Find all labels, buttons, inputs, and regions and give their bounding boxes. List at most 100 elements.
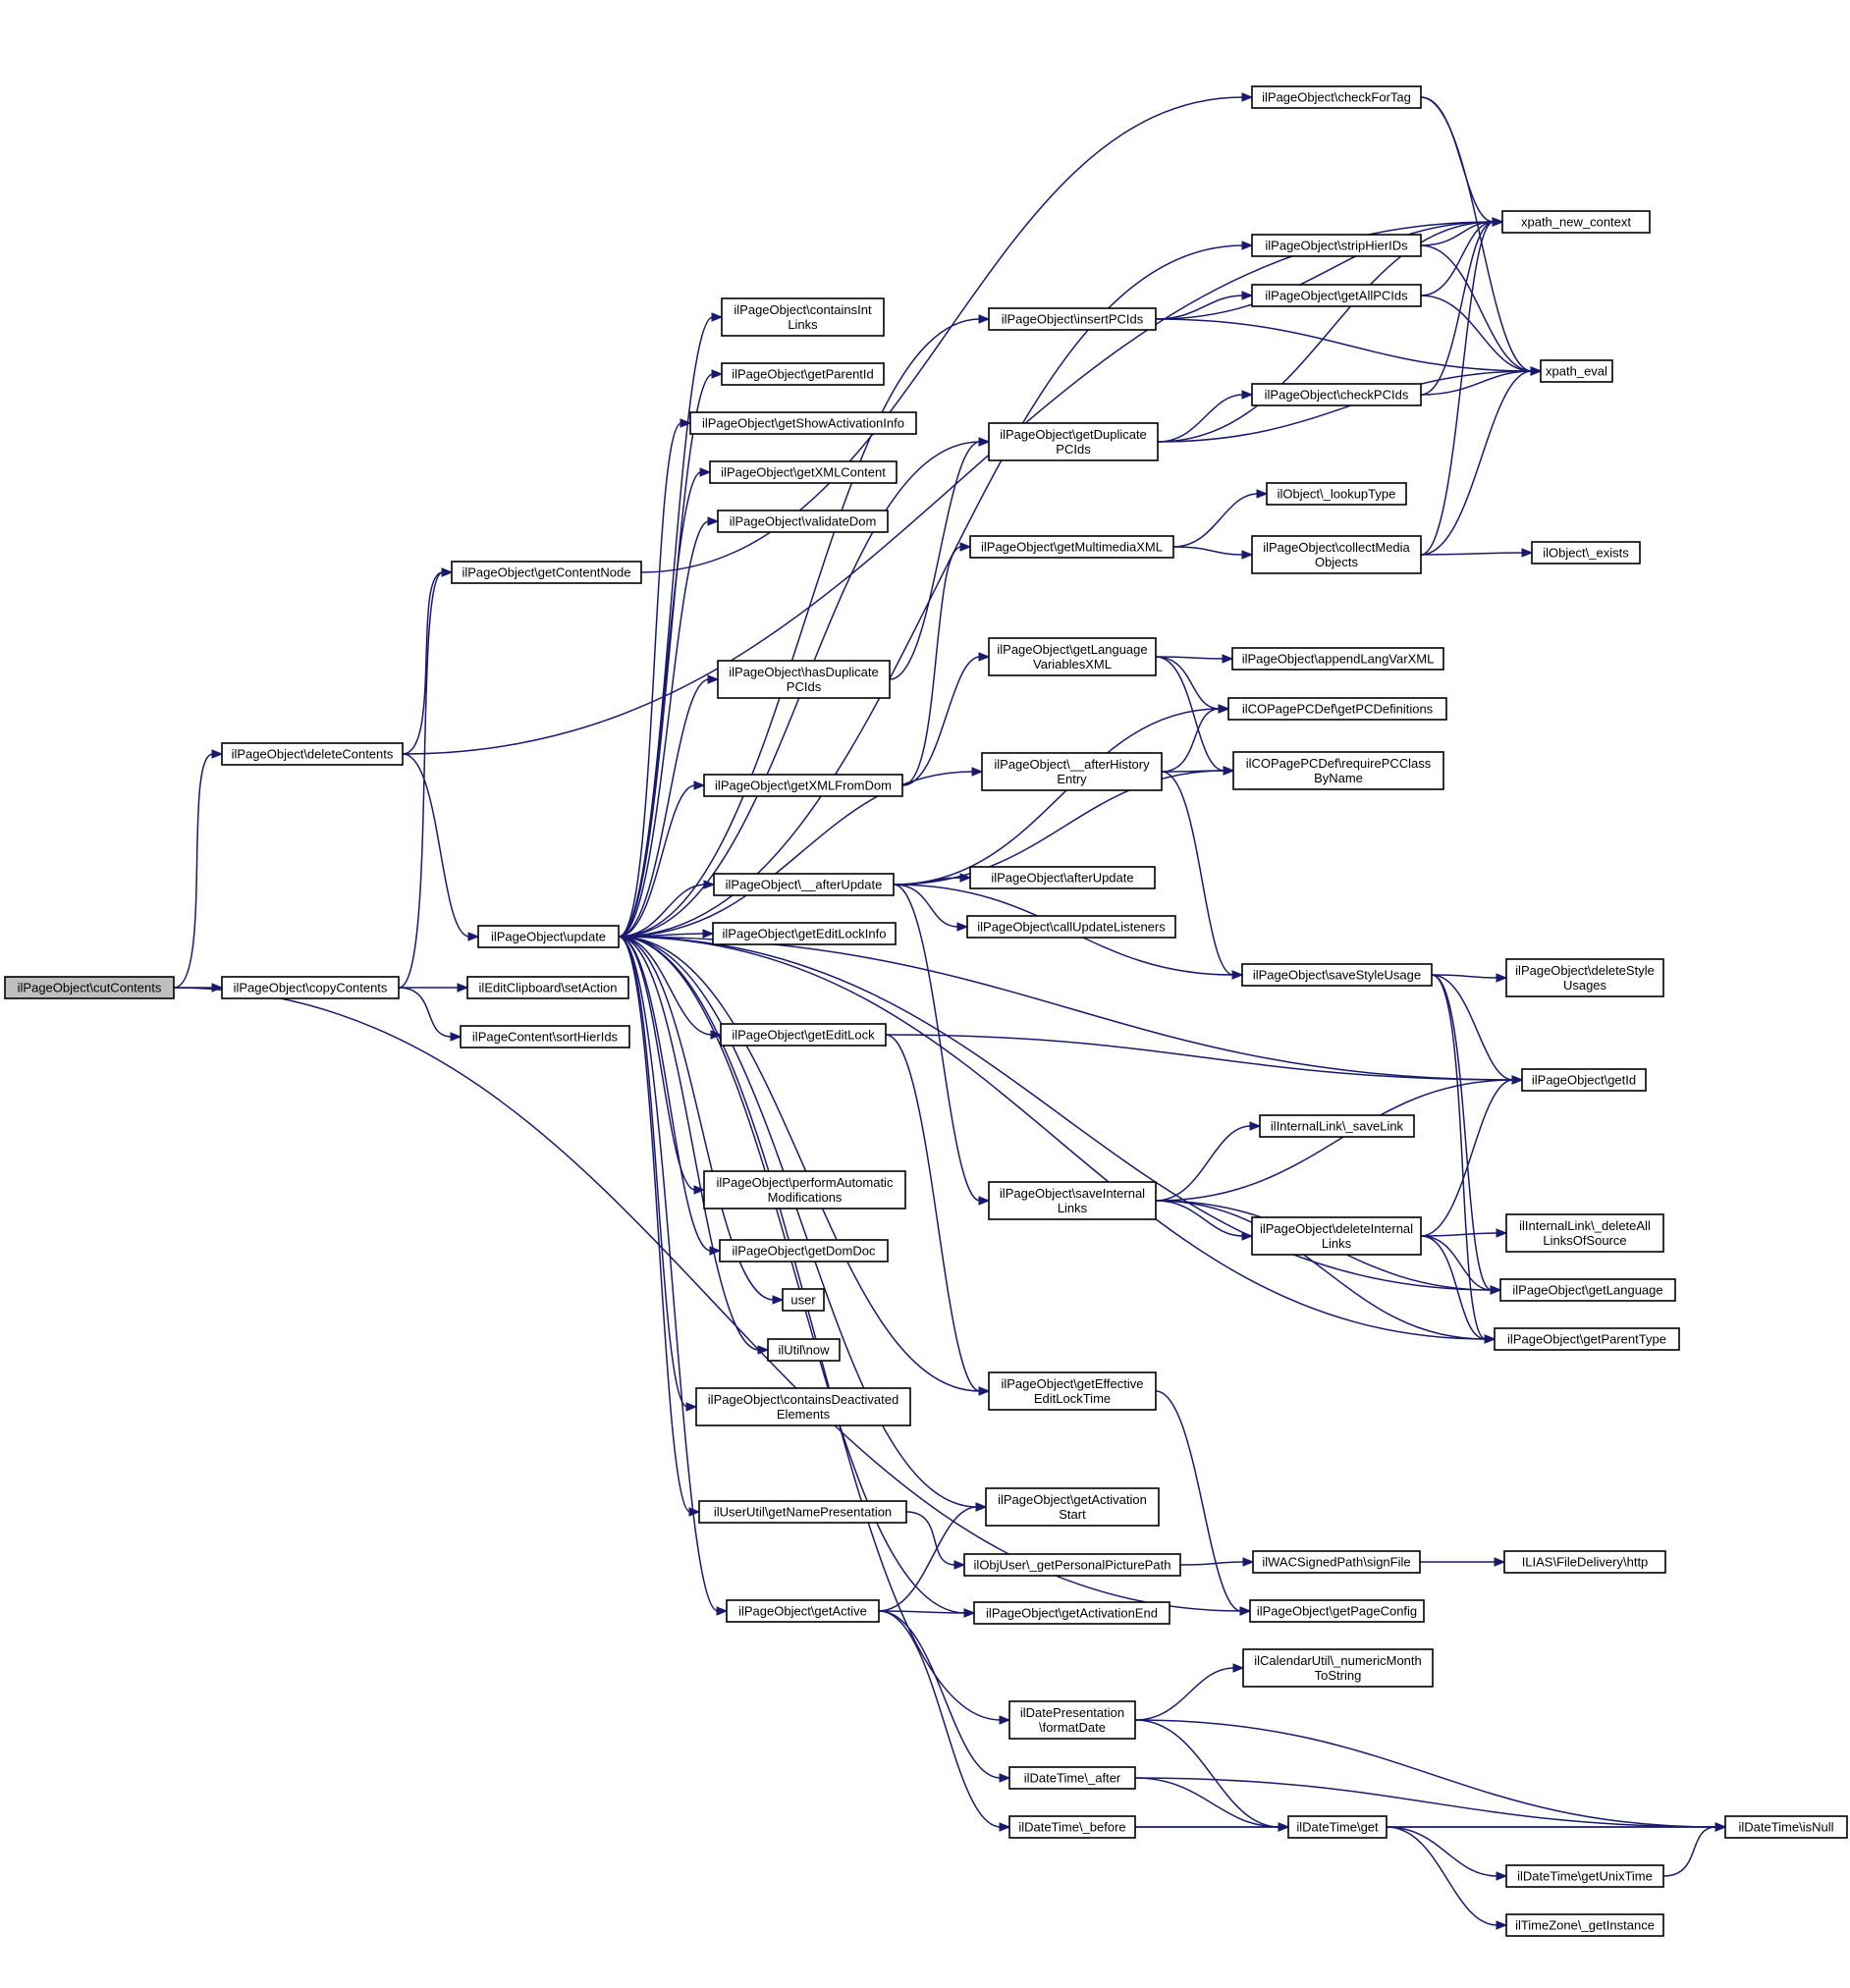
arrowhead-update-to-insertPCIds [978, 314, 991, 324]
node-getDomDoc[interactable]: ilPageObject\getDomDoc [719, 1239, 889, 1263]
node-getInstance[interactable]: ilTimeZone\_getInstance [1505, 1913, 1664, 1937]
node-label-deleteInternalLinks-0: ilPageObject\deleteInternal [1260, 1221, 1413, 1236]
node-label-afterHistoryEntry-0: ilPageObject\__afterHistory [994, 757, 1150, 772]
node-box-getInstance [1505, 1913, 1664, 1937]
node-validateDom[interactable]: ilPageObject\validateDom [717, 510, 889, 533]
node-formatDate[interactable]: ilDatePresentation\formatDate [1008, 1700, 1136, 1740]
edge-update-to-getEffectiveEditLockTime [618, 936, 981, 1392]
node-getXMLContent[interactable]: ilPageObject\getXMLContent [709, 460, 898, 484]
node-cutContents[interactable]: ilPageObject\cutContents [4, 976, 175, 999]
node-copyContents[interactable]: ilPageObject\copyContents [221, 976, 400, 999]
node-label-deleteAllLinksOfSource-0: ilInternalLink\_deleteAll [1519, 1218, 1651, 1233]
node-objExists[interactable]: ilObject\_exists [1531, 541, 1641, 564]
node-http[interactable]: ILIAS\FileDelivery\http [1503, 1550, 1666, 1574]
node-getActivationEnd[interactable]: ilPageObject\getActivationEnd [973, 1601, 1170, 1625]
node-signFile[interactable]: ilWACSignedPath\signFile [1252, 1550, 1421, 1574]
edge-checkPCIds-to-xpathEval [1420, 370, 1533, 396]
node-getShowActivationInfo[interactable]: ilPageObject\getShowActivationInfo [689, 411, 917, 435]
arrowhead-update-to-containsDeactivatedElements [685, 1402, 698, 1412]
arrowhead-cutContents-to-copyContents [211, 983, 224, 993]
node-saveStyleUsage[interactable]: ilPageObject\saveStyleUsage [1241, 963, 1433, 987]
node-label-collectMediaObjects-1: Objects [1315, 555, 1359, 569]
node-label-getPersonalPicturePath-0: ilObjUser\_getPersonalPicturePath [974, 1558, 1171, 1573]
node-appendLangVarXML[interactable]: ilPageObject\appendLangVarXML [1231, 647, 1444, 671]
edge-saveInternalLinks-to-saveLink [1155, 1125, 1252, 1202]
node-dtAfter[interactable]: ilDateTime\_after [1008, 1766, 1136, 1790]
node-label-getParentType-0: ilPageObject\getParentType [1507, 1332, 1666, 1347]
node-getEditLock[interactable]: ilPageObject\getEditLock [720, 1023, 887, 1047]
node-box-dtAfter [1008, 1766, 1136, 1790]
node-getAllPCIds[interactable]: ilPageObject\getAllPCIds [1251, 284, 1422, 307]
node-getLanguage[interactable]: ilPageObject\getLanguage [1499, 1278, 1676, 1302]
node-setAction[interactable]: ilEditClipboard\setAction [466, 976, 629, 999]
node-getPCDefinitions[interactable]: ilCOPagePCDef\getPCDefinitions [1227, 697, 1447, 721]
node-label-update-0: ilPageObject\update [491, 930, 606, 944]
node-deleteContents[interactable]: ilPageObject\deleteContents [221, 742, 404, 766]
node-label-lookupType-0: ilObject\_lookupType [1278, 487, 1396, 502]
node-getEditLockInfo[interactable]: ilPageObject\getEditLockInfo [712, 922, 897, 945]
arrowhead-afterUpdateInt-to-callUpdateListeners [956, 922, 969, 932]
arrowhead-saveInternalLinks-to-saveLink [1249, 1121, 1262, 1131]
node-stripHierIDs[interactable]: ilPageObject\stripHierIDs [1251, 234, 1422, 257]
node-getMultimediaXML[interactable]: ilPageObject\getMultimediaXML [969, 535, 1174, 559]
edge-getXMLFromDom-to-getLanguageVariablesXML [901, 656, 981, 786]
node-getActive[interactable]: ilPageObject\getActive [726, 1599, 880, 1623]
node-checkForTag[interactable]: ilPageObject\checkForTag [1251, 85, 1422, 109]
node-sortHierIds[interactable]: ilPageContent\sortHierIds [460, 1025, 630, 1048]
node-getContentNode[interactable]: ilPageObject\getContentNode [451, 561, 642, 584]
edge-formatDate-to-numericMonthToString [1134, 1667, 1235, 1721]
node-label-getActive-0: ilPageObject\getActive [738, 1604, 867, 1619]
node-xpathEval[interactable]: xpath_eval [1540, 359, 1613, 383]
edge-checkForTag-to-xpathNewContext [1420, 96, 1495, 223]
node-box-stripHierIDs [1251, 234, 1422, 257]
node-dtBefore[interactable]: ilDateTime\_before [1008, 1815, 1136, 1839]
node-getPersonalPicturePath[interactable]: ilObjUser\_getPersonalPicturePath [963, 1553, 1181, 1577]
node-getId[interactable]: ilPageObject\getId [1521, 1068, 1647, 1092]
arrowhead-update-to-getNamePresentation [688, 1507, 701, 1517]
node-getParentType[interactable]: ilPageObject\getParentType [1494, 1327, 1680, 1351]
edge-stripHierIDs-to-xpathNewContext [1420, 221, 1495, 246]
node-saveLink[interactable]: ilInternalLink\_saveLink [1259, 1114, 1415, 1138]
node-user[interactable]: user [782, 1288, 825, 1312]
node-box-getPersonalPicturePath [963, 1553, 1181, 1577]
node-isNull[interactable]: ilDateTime\isNull [1724, 1815, 1848, 1839]
edge-getLanguageVariablesXML-to-appendLangVarXML [1155, 656, 1224, 660]
node-checkPCIds[interactable]: ilPageObject\checkPCIds [1251, 383, 1422, 406]
node-getParentId[interactable]: ilPageObject\getParentId [721, 362, 885, 386]
node-getPageConfig[interactable]: ilPageObject\getPageConfig [1249, 1599, 1425, 1623]
node-label-performAutomaticModifications-1: Modifications [768, 1190, 843, 1205]
node-performAutomaticModifications[interactable]: ilPageObject\performAutomaticModificatio… [703, 1170, 906, 1209]
node-dtGet[interactable]: ilDateTime\get [1287, 1815, 1388, 1839]
node-getUnixTime[interactable]: ilDateTime\getUnixTime [1505, 1864, 1664, 1888]
node-afterUpdateInt[interactable]: ilPageObject\__afterUpdate [713, 873, 895, 896]
edge-getUnixTime-to-isNull [1662, 1826, 1717, 1877]
edge-update-to-performAutomaticModifications [618, 936, 696, 1191]
node-insertPCIds[interactable]: ilPageObject\insertPCIds [988, 307, 1157, 331]
node-getXMLFromDom[interactable]: ilPageObject\getXMLFromDom [703, 774, 903, 797]
arrowhead-copyContents-to-setAction [457, 983, 469, 993]
node-callUpdateListeners[interactable]: ilPageObject\callUpdateListeners [966, 915, 1176, 939]
node-lookupType[interactable]: ilObject\_lookupType [1266, 482, 1407, 506]
node-update[interactable]: ilPageObject\update [477, 925, 620, 948]
node-getNamePresentation[interactable]: ilUserUtil\getNamePresentation [698, 1500, 907, 1524]
node-label-deleteStyleUsages-1: Usages [1563, 978, 1607, 993]
node-box-getNamePresentation [698, 1500, 907, 1524]
node-now[interactable]: ilUtil\now [767, 1338, 841, 1362]
node-xpathNewContext[interactable]: xpath_new_context [1501, 210, 1651, 234]
node-afterUpdate[interactable]: ilPageObject\afterUpdate [969, 866, 1156, 889]
